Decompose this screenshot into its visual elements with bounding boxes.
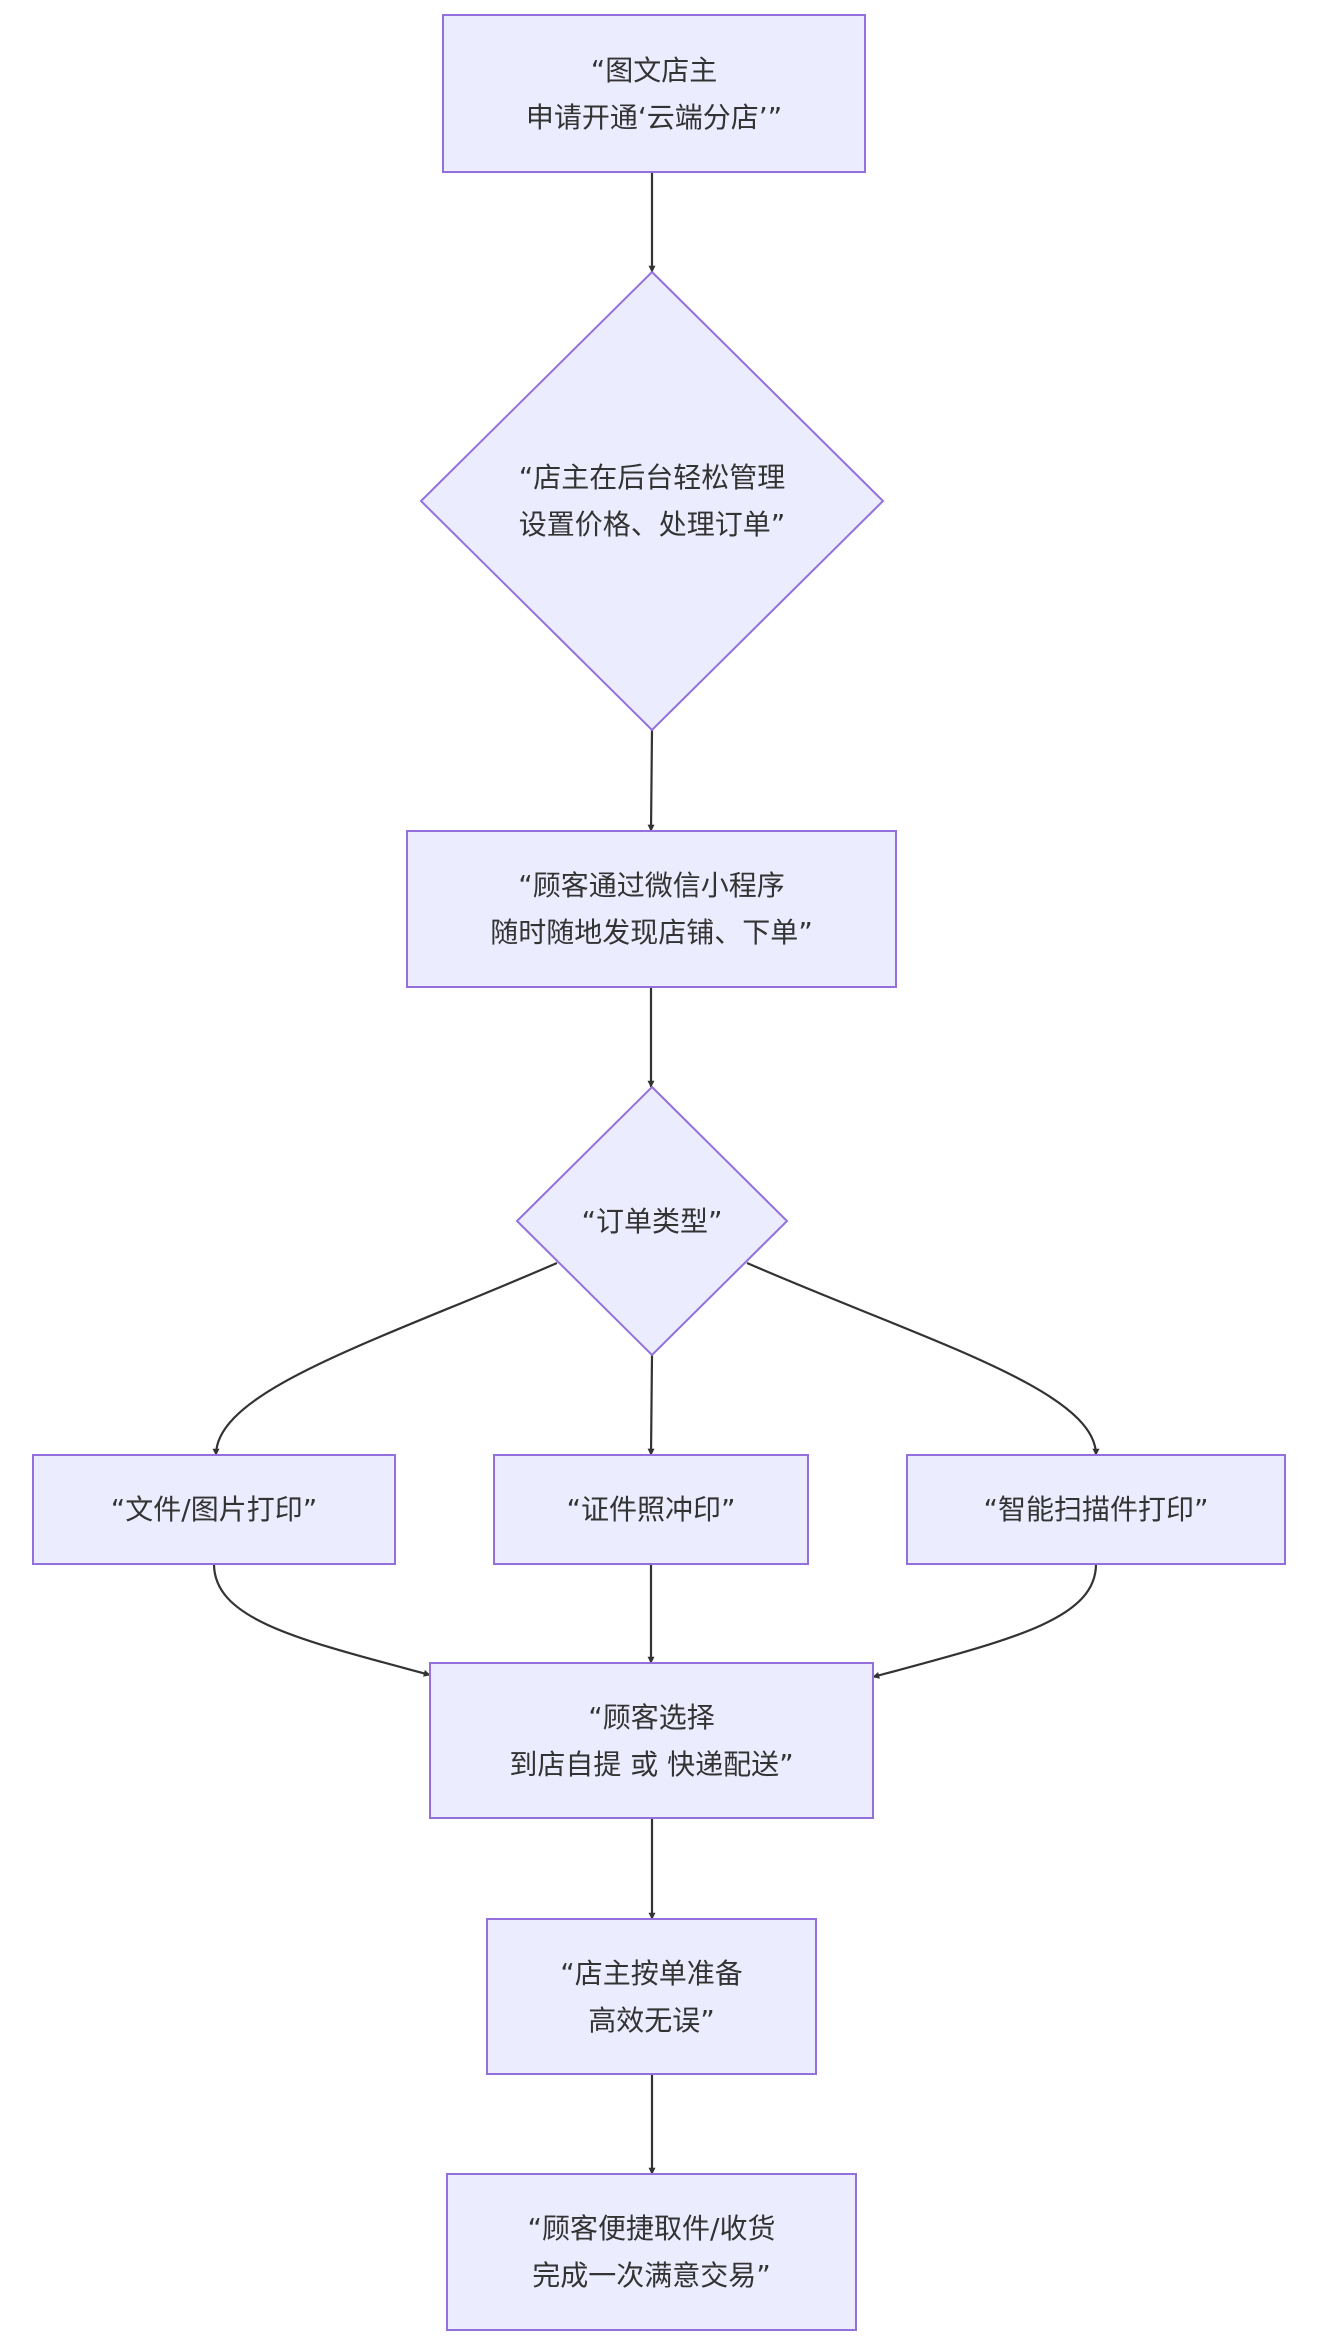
process-node-order[interactable] bbox=[406, 830, 897, 988]
process-node-done[interactable] bbox=[446, 2173, 857, 2331]
process-node-prepare[interactable] bbox=[486, 1918, 817, 2075]
edge-print-to-delivery bbox=[212, 1563, 431, 1677]
edge-type-to-print bbox=[212, 1261, 558, 1456]
edge-manage-to-order bbox=[647, 729, 655, 832]
edge-type-to-scan bbox=[746, 1261, 1100, 1456]
process-node-scan[interactable] bbox=[906, 1454, 1286, 1565]
process-node-print[interactable] bbox=[32, 1454, 396, 1565]
process-node-delivery[interactable] bbox=[429, 1662, 874, 1819]
decision-node-manage[interactable] bbox=[419, 270, 885, 732]
process-node-apply[interactable] bbox=[442, 14, 866, 173]
process-node-photo[interactable] bbox=[493, 1454, 809, 1565]
edge-type-to-photo bbox=[647, 1354, 655, 1456]
edge-scan-to-delivery bbox=[872, 1563, 1098, 1679]
decision-node-type[interactable] bbox=[515, 1085, 789, 1357]
